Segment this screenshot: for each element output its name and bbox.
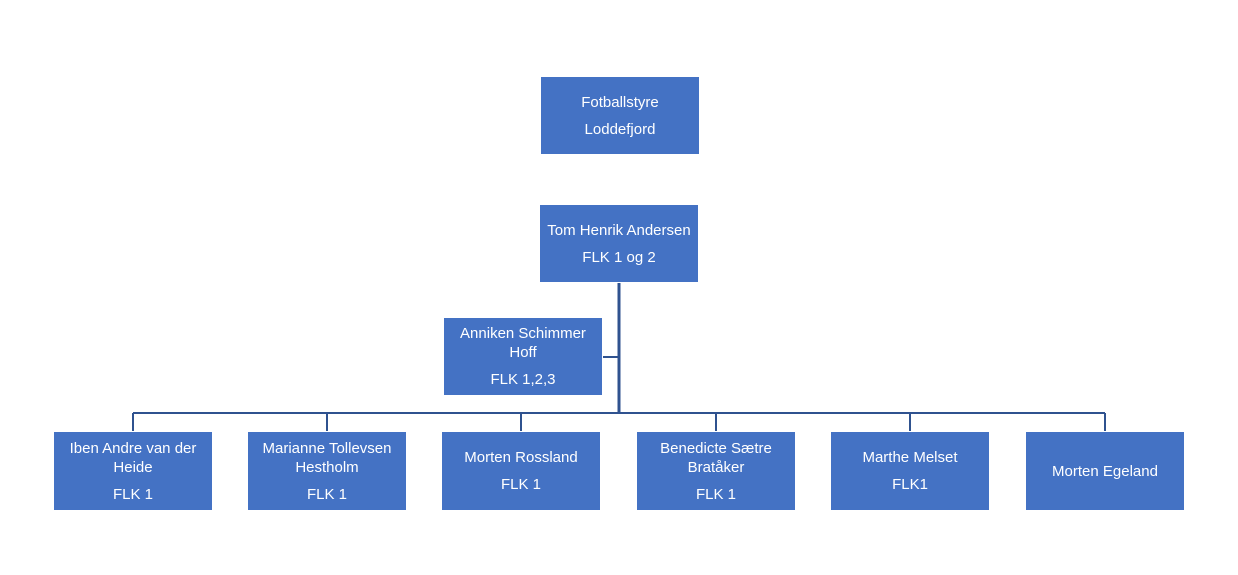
node-member-4: Benedicte Sætre Bratåker FLK 1 bbox=[636, 431, 796, 511]
node-subtitle: FLK1 bbox=[892, 476, 928, 493]
node-title: Morten Rossland bbox=[464, 449, 578, 466]
node-member-2: Marianne Tollevsen Hestholm FLK 1 bbox=[247, 431, 407, 511]
node-title: Morten Egeland bbox=[1052, 462, 1158, 480]
node-subtitle: FLK 1 bbox=[112, 485, 154, 503]
node-member-6: Morten Egeland bbox=[1025, 431, 1185, 511]
node-member-5: Marthe Melset FLK1 bbox=[830, 431, 990, 511]
node-title: Tom Henrik Andersen bbox=[547, 221, 691, 239]
node-leader: Tom Henrik Andersen FLK 1 og 2 bbox=[539, 204, 699, 283]
node-title: Iben Andre van der Heide bbox=[69, 439, 197, 476]
node-title: Marianne Tollevsen Hestholm bbox=[262, 439, 392, 476]
node-member-3: Morten Rossland FLK 1 bbox=[441, 431, 601, 511]
node-member-1: Iben Andre van der Heide FLK 1 bbox=[53, 431, 213, 511]
node-title: Fotballstyre bbox=[581, 93, 659, 111]
node-assistant: Anniken Schimmer Hoff FLK 1,2,3 bbox=[443, 317, 603, 396]
node-subtitle: FLK 1 bbox=[500, 476, 542, 493]
node-top: Fotballstyre Loddefjord bbox=[540, 76, 700, 155]
node-title: Marthe Melset bbox=[862, 449, 958, 466]
node-subtitle: FLK 1 bbox=[695, 485, 737, 503]
node-subtitle: FLK 1,2,3 bbox=[490, 371, 556, 388]
node-title: Anniken Schimmer Hoff bbox=[460, 325, 586, 361]
node-subtitle: Loddefjord bbox=[584, 120, 656, 138]
node-subtitle: FLK 1 og 2 bbox=[582, 248, 656, 266]
node-subtitle: FLK 1 bbox=[306, 485, 348, 503]
node-title: Benedicte Sætre Bratåker bbox=[660, 439, 772, 476]
